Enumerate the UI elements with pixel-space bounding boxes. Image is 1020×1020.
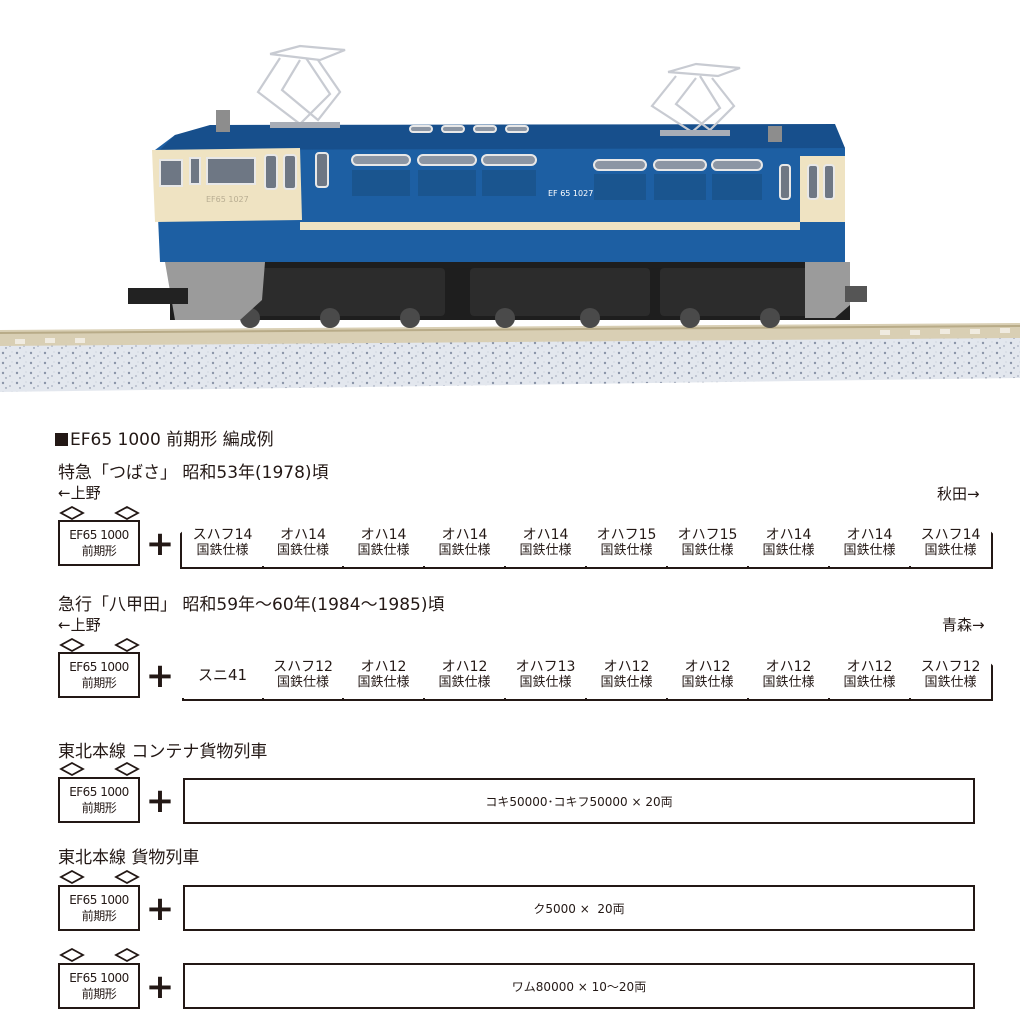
direction-right: 秋田→ (937, 485, 980, 503)
pantograph-icon (59, 948, 140, 963)
direction-left: ←上野 (58, 616, 101, 634)
plus-icon: + (145, 524, 175, 564)
locomotive-box: EF65 1000 前期形 (58, 777, 140, 823)
freight-consist-box: ワム80000 × 10〜20両 (183, 963, 975, 1009)
locomotive-box: EF65 1000 前期形 (58, 963, 140, 1009)
square-bullet-icon (55, 433, 68, 446)
locomotive-box: EF65 1000 前期形 (58, 652, 140, 698)
direction-right: 青森→ (942, 616, 985, 634)
consist-label: ワム80000 × 10〜20両 (511, 979, 647, 994)
loco-variant: 前期形 (81, 544, 117, 558)
loco-model: EF65 1000 (69, 785, 129, 799)
loco-model: EF65 1000 (69, 971, 129, 985)
freight-consist-box: コキ50000･コキフ50000 × 20両 (183, 778, 975, 824)
plus-icon: + (145, 967, 175, 1007)
loco-variant: 前期形 (81, 676, 117, 690)
pantograph-icon (59, 870, 140, 885)
freight-title: 東北本線 コンテナ貨物列車 (58, 742, 268, 762)
plus-icon: + (145, 656, 175, 696)
loco-model: EF65 1000 (69, 528, 129, 542)
formation-title: 急行「八甲田」 昭和59年〜60年(1984〜1985)頃 (58, 595, 445, 615)
svg-text:EF 65 1027: EF 65 1027 (548, 189, 593, 198)
heading-text: EF65 1000 前期形 編成例 (70, 430, 274, 450)
svg-text:EF65 1027: EF65 1027 (206, 195, 249, 204)
pantograph-icon (59, 506, 140, 521)
car-1: スニ41 (182, 652, 263, 698)
consist-label: コキ50000･コキフ50000 × 20両 (485, 794, 673, 809)
locomotive-photo: EF 65 1027 EF65 1027 (0, 0, 1020, 400)
pantograph-icon (59, 762, 140, 777)
pantograph-icon (59, 638, 140, 653)
locomotive-box: EF65 1000 前期形 (58, 520, 140, 566)
plus-icon: + (145, 889, 175, 929)
plus-icon: + (145, 781, 175, 821)
loco-model: EF65 1000 (69, 893, 129, 907)
formation-title: 特急「つばさ」 昭和53年(1978)頃 (58, 463, 329, 483)
section-heading: EF65 1000 前期形 編成例 (55, 425, 274, 450)
freight-consist-box: ク5000 × 20両 (183, 885, 975, 931)
direction-left: ←上野 (58, 484, 101, 502)
loco-model: EF65 1000 (69, 660, 129, 674)
locomotive-box: EF65 1000 前期形 (58, 885, 140, 931)
loco-variant: 前期形 (81, 909, 117, 923)
freight-title: 東北本線 貨物列車 (58, 848, 200, 868)
consist-label: ク5000 × 20両 (533, 901, 625, 916)
loco-variant: 前期形 (81, 801, 117, 815)
loco-variant: 前期形 (81, 987, 117, 1001)
